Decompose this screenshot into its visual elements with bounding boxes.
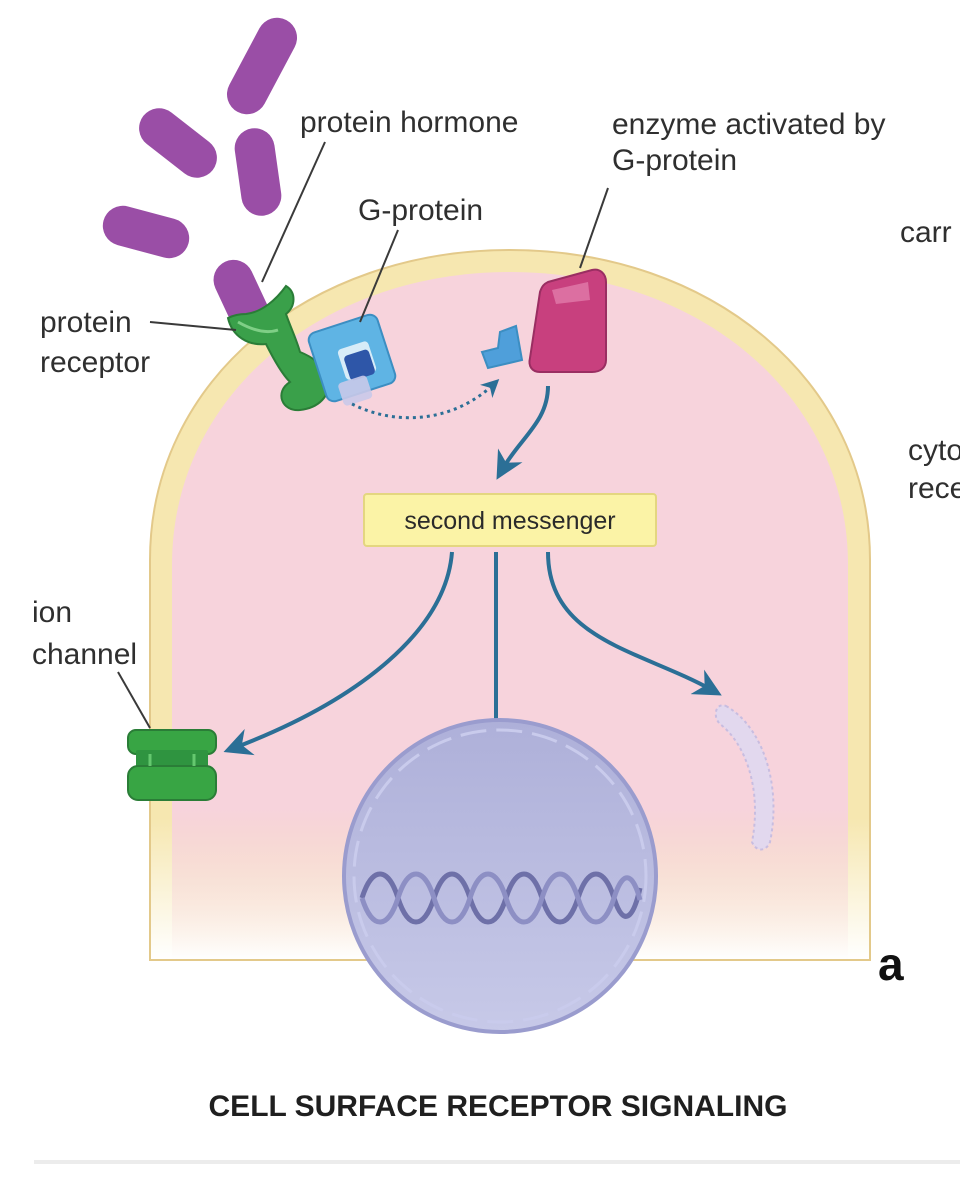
hormone-icon (139, 108, 217, 178)
leader-line-hormone (261, 141, 326, 283)
leader-line-receptor (149, 321, 237, 331)
activation-arrow (351, 379, 500, 420)
second-messenger-box (363, 493, 657, 547)
bottom-divider (34, 1160, 960, 1164)
cytoplasmic-target-icon (714, 704, 775, 851)
g-protein-activated-icon (480, 324, 524, 370)
label-enzyme-line2: G-protein (612, 144, 737, 177)
enzyme-to-messenger-arrow (496, 385, 550, 480)
g-protein-icon (307, 313, 397, 406)
ion-channel-icon (127, 729, 217, 801)
leader-line-ion-channel (117, 671, 151, 729)
label-enzyme-line1: enzyme activated by (612, 108, 885, 141)
label-protein-hormone: protein hormone (300, 106, 518, 139)
nucleus (342, 718, 658, 1034)
figure-caption: CELL SURFACE RECEPTOR SIGNALING (209, 1090, 788, 1123)
messenger-to-ion-channel-arrow (223, 551, 454, 756)
cytoplasm (172, 272, 848, 960)
label-protein-receptor-line2: receptor (40, 346, 150, 379)
hormone-icon (226, 17, 298, 115)
messenger-to-cytoplasm-arrow (546, 551, 722, 696)
label-cropped-rece: rece (908, 472, 960, 505)
second-messenger-label: second messenger (404, 507, 615, 535)
label-g-protein: G-protein (358, 194, 483, 227)
label-cropped-carr: carr (900, 216, 952, 249)
label-cropped-cyto: cyto (908, 434, 960, 467)
hormone-icon (234, 128, 282, 216)
label-protein-receptor-line1: protein (40, 306, 132, 339)
leader-line-g-protein (359, 229, 399, 323)
protein-hormones (102, 17, 298, 337)
label-ion-channel-line2: channel (32, 638, 137, 671)
leader-line-enzyme (579, 187, 609, 269)
dna-icon (359, 871, 643, 925)
panel-letter: a (878, 938, 904, 990)
label-ion-channel-line1: ion (32, 596, 72, 629)
hormone-icon (102, 205, 190, 259)
nuclear-envelope (352, 728, 648, 1024)
